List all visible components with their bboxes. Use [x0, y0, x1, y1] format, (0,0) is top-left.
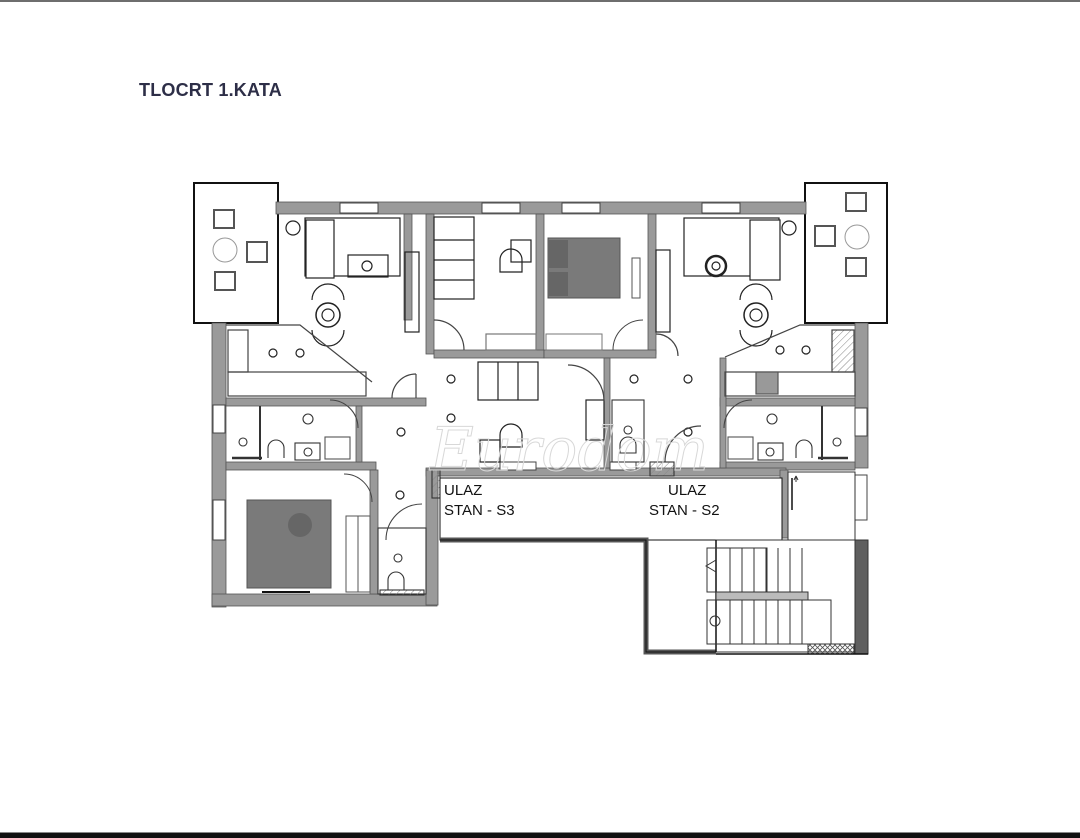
- entrance-s2-line1: ULAZ: [668, 482, 706, 499]
- walls: [211, 201, 869, 608]
- top-border: [0, 0, 1080, 2]
- bedroom-1: [433, 216, 537, 351]
- watermark: Eurodom: [429, 415, 709, 485]
- page-title: TLOCRT 1.KATA: [139, 80, 282, 100]
- stairwell: [705, 539, 869, 655]
- wc-left: [377, 503, 427, 596]
- bathroom-center: [431, 399, 675, 499]
- entrance-s2-line2: STAN - S2: [649, 502, 720, 519]
- bathroom-left: [232, 399, 359, 461]
- right-balcony: [804, 182, 888, 324]
- shaft-room: [787, 471, 856, 541]
- entry-corridor: [439, 477, 783, 655]
- central-rooms: [395, 361, 702, 500]
- entrance-s3-line1: ULAZ: [444, 482, 482, 499]
- bedroom-3: [246, 473, 373, 593]
- entrance-labels: ULAZ STAN - S3 ULAZ STAN - S2: [444, 482, 720, 519]
- bathroom-right: [723, 399, 848, 461]
- entrance-s3-line2: STAN - S3: [444, 502, 515, 519]
- bottom-border: [0, 832, 1080, 838]
- bedroom-2: [545, 237, 644, 351]
- left-balcony: [193, 182, 279, 324]
- living-room-s2: [655, 217, 856, 397]
- windows: [212, 202, 868, 541]
- living-room-s3: [226, 217, 420, 399]
